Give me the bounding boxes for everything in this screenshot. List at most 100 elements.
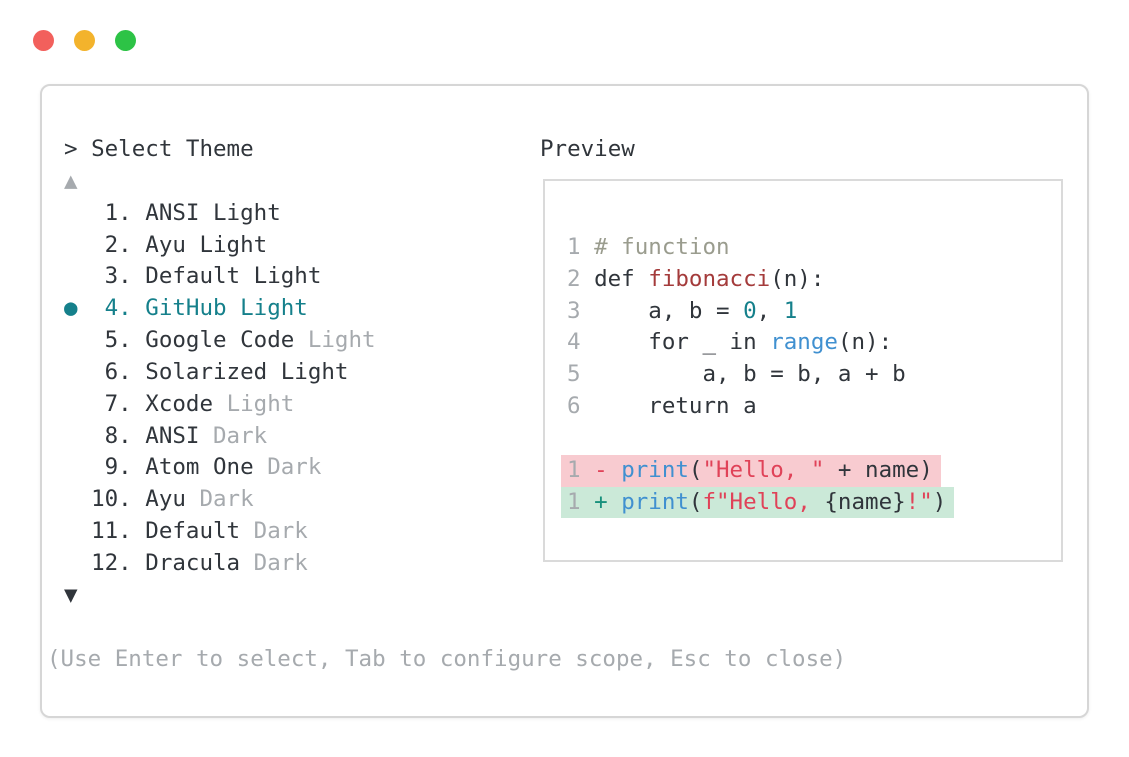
- theme-item-label: Xcode: [145, 390, 227, 417]
- code-token: (: [688, 488, 703, 515]
- theme-item-label: Light: [226, 390, 295, 417]
- theme-item-default-light[interactable]: 3. Default Light: [64, 261, 376, 293]
- theme-item-ayu-light[interactable]: 2. Ayu Light: [64, 230, 376, 262]
- theme-item-label: Default Light: [145, 263, 322, 290]
- line-number: 5: [567, 361, 581, 388]
- bullet-placeholder: [64, 518, 91, 544]
- minimize-button[interactable]: [74, 30, 95, 51]
- bullet-placeholder: [64, 359, 91, 385]
- preview-title: Preview: [540, 136, 635, 162]
- code-token: fibonacci: [648, 265, 771, 292]
- theme-item-label: Solarized Light: [145, 358, 349, 385]
- zoom-button[interactable]: [115, 30, 136, 51]
- theme-item-number: 11.: [91, 518, 146, 545]
- code-token: print: [621, 488, 689, 515]
- code-token: range: [770, 329, 838, 356]
- bullet-placeholder: [64, 391, 91, 417]
- theme-item-label: Dark: [213, 422, 268, 449]
- diff-added-line: 1 + print(f"Hello, {name}!"): [561, 486, 1061, 519]
- select-theme-prompt: > Select Theme: [64, 136, 254, 162]
- bullet-placeholder: [64, 327, 91, 353]
- theme-item-label: Dark: [199, 486, 254, 513]
- code-token: def: [580, 265, 649, 292]
- theme-item-label: ANSI Light: [145, 199, 281, 226]
- code-line: 3 a, b = 0, 1: [567, 296, 1061, 328]
- theme-item-label: ANSI: [145, 422, 214, 449]
- code-line: 4 for _ in range(n):: [567, 327, 1061, 359]
- theme-item-label: GitHub Light: [145, 295, 308, 322]
- theme-item-solarized-light[interactable]: 6. Solarized Light: [64, 357, 376, 389]
- code-token: f"Hello,: [702, 488, 825, 515]
- code-line: 1 # function: [567, 232, 1061, 264]
- close-button[interactable]: [33, 30, 54, 51]
- diff-highlight: 1 + print(f"Hello, {name}!"): [561, 486, 955, 519]
- theme-item-number: 2.: [91, 231, 146, 258]
- theme-item-dracula-dark[interactable]: 12. Dracula Dark: [64, 548, 376, 580]
- line-number: 1: [567, 456, 581, 483]
- code-token: (n):: [770, 265, 825, 292]
- code-token: # function: [580, 234, 730, 260]
- code-token: ,: [756, 297, 784, 324]
- theme-item-label: Atom One: [145, 454, 268, 481]
- theme-item-number: 7.: [91, 390, 146, 417]
- theme-item-number: 8.: [91, 422, 146, 449]
- code-token: -: [580, 456, 622, 483]
- theme-item-number: 10.: [91, 486, 146, 513]
- theme-item-label: Dracula: [145, 549, 254, 576]
- theme-item-ansi-light[interactable]: 1. ANSI Light: [64, 198, 376, 230]
- theme-item-number: 6.: [91, 358, 146, 385]
- diff-removed-line: 1 - print("Hello, " + name): [561, 454, 1061, 487]
- theme-item-label: Ayu: [145, 486, 200, 513]
- code-token: + name): [824, 456, 933, 483]
- code-line: 6 return a: [567, 391, 1061, 423]
- code-line: 2 def fibonacci(n):: [567, 264, 1061, 296]
- theme-item-ayu-dark[interactable]: 10. Ayu Dark: [64, 484, 376, 516]
- bullet-placeholder: [64, 200, 91, 226]
- theme-item-google-code-light[interactable]: 5. Google Code Light: [64, 325, 376, 357]
- theme-item-github-light[interactable]: ● 4. GitHub Light: [64, 293, 376, 325]
- theme-item-number: 5.: [91, 327, 146, 354]
- theme-item-label: Google Code: [145, 327, 308, 354]
- theme-item-label: Ayu Light: [145, 231, 268, 258]
- scroll-down-icon[interactable]: ▼: [64, 581, 78, 608]
- code-token: ): [932, 488, 947, 515]
- code-token: "Hello, ": [702, 456, 825, 483]
- line-number: 6: [567, 393, 581, 420]
- theme-item-number: 9.: [91, 454, 146, 481]
- code-token: (n):: [837, 329, 893, 356]
- line-number: 1: [567, 234, 581, 260]
- help-text: (Use Enter to select, Tab to configure s…: [47, 646, 847, 672]
- code-token: {name}: [824, 488, 906, 515]
- bullet-placeholder: [64, 486, 91, 512]
- theme-item-label: Dark: [253, 549, 308, 576]
- selected-bullet-icon: ●: [64, 295, 92, 322]
- code-token: (: [688, 456, 703, 483]
- theme-item-label: Default: [145, 518, 254, 545]
- theme-item-label: Light: [307, 327, 376, 354]
- code-token: for _ in: [580, 329, 771, 356]
- theme-item-number: 12.: [91, 549, 146, 576]
- line-number: 2: [567, 265, 581, 292]
- diff-highlight: 1 - print("Hello, " + name): [561, 454, 941, 487]
- theme-item-number: 4.: [91, 295, 146, 322]
- code-token: a, b =: [580, 297, 744, 324]
- scroll-up-icon[interactable]: ▲: [64, 168, 78, 194]
- bullet-placeholder: [64, 423, 91, 449]
- theme-item-xcode-light[interactable]: 7. Xcode Light: [64, 389, 376, 421]
- bullet-placeholder: [64, 454, 91, 480]
- code-token: !": [905, 488, 933, 515]
- code-token: a, b = b, a + b: [580, 361, 906, 388]
- theme-item-label: Dark: [267, 454, 322, 481]
- theme-item-number: 3.: [91, 263, 146, 290]
- code-line: [567, 423, 1061, 455]
- code-token: 1: [783, 297, 798, 324]
- theme-item-atom-one-dark[interactable]: 9. Atom One Dark: [64, 452, 376, 484]
- theme-item-number: 1.: [91, 199, 146, 226]
- window-controls: [33, 30, 136, 51]
- theme-item-ansi-dark[interactable]: 8. ANSI Dark: [64, 421, 376, 453]
- theme-item-default-dark[interactable]: 11. Default Dark: [64, 516, 376, 548]
- line-number: 3: [567, 297, 581, 324]
- theme-list: ▲ 1. ANSI Light 2. Ayu Light 3. Default …: [64, 166, 376, 612]
- code-token: return a: [580, 393, 757, 420]
